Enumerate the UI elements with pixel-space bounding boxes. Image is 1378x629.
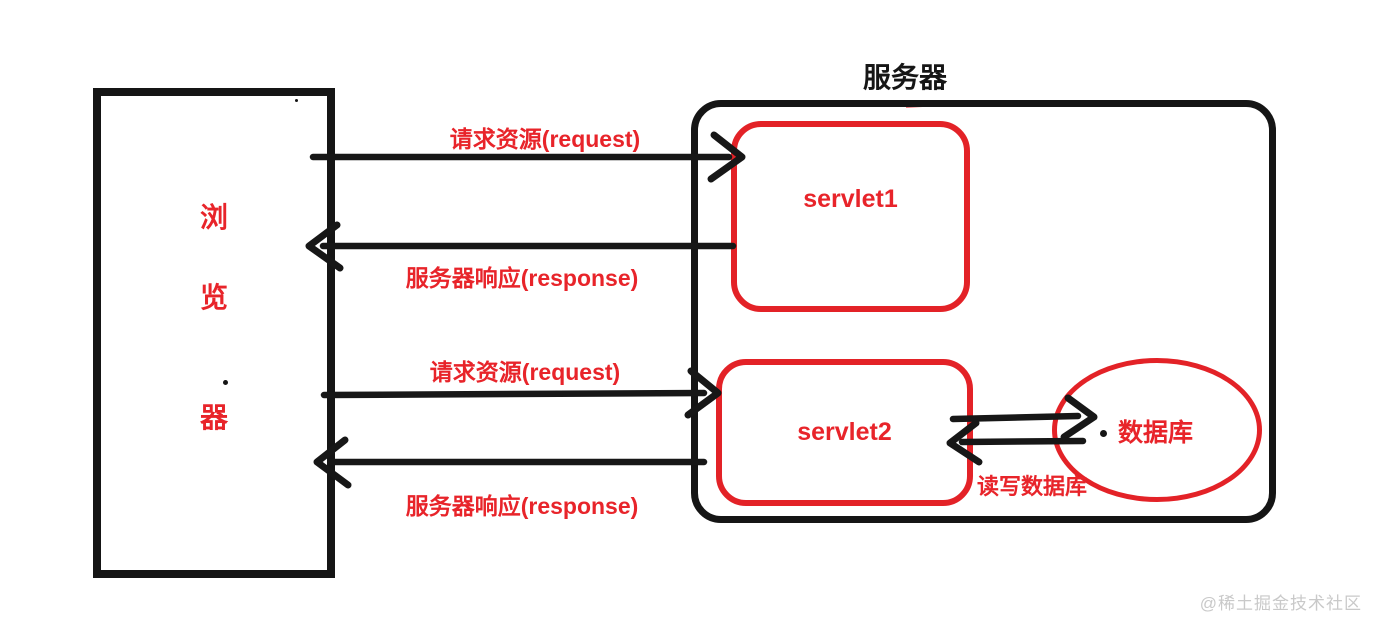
servlet1-label: servlet1 (803, 185, 898, 213)
database-label: 数据库 (1118, 419, 1194, 447)
request1-label: 请求资源(request) (449, 126, 641, 152)
stray-dot-database (1100, 430, 1107, 437)
browser-label-char-2: 览 (199, 282, 228, 313)
stray-dot-middle (223, 380, 228, 385)
servlet2-label: servlet2 (797, 418, 892, 446)
response2-label: 服务器响应(response) (405, 493, 639, 519)
request2-label: 请求资源(request) (429, 359, 621, 385)
response1-label: 服务器响应(response) (405, 265, 639, 291)
stray-dot-top (295, 99, 298, 102)
server-label: 服务器 (862, 62, 947, 93)
browser-box: 浏 览 器 (93, 88, 335, 578)
watermark-text: @稀土掘金技术社区 (1199, 594, 1362, 613)
database-ellipse (1052, 358, 1262, 502)
servlet1-box: servlet1 (731, 121, 970, 312)
response2-arrow (313, 436, 708, 489)
browser-label-char-1: 浏 (199, 202, 228, 233)
browser-label-char-3: 器 (199, 402, 228, 433)
server-box (691, 100, 1276, 523)
db-readwrite-label: 读写数据库 (976, 474, 1087, 499)
